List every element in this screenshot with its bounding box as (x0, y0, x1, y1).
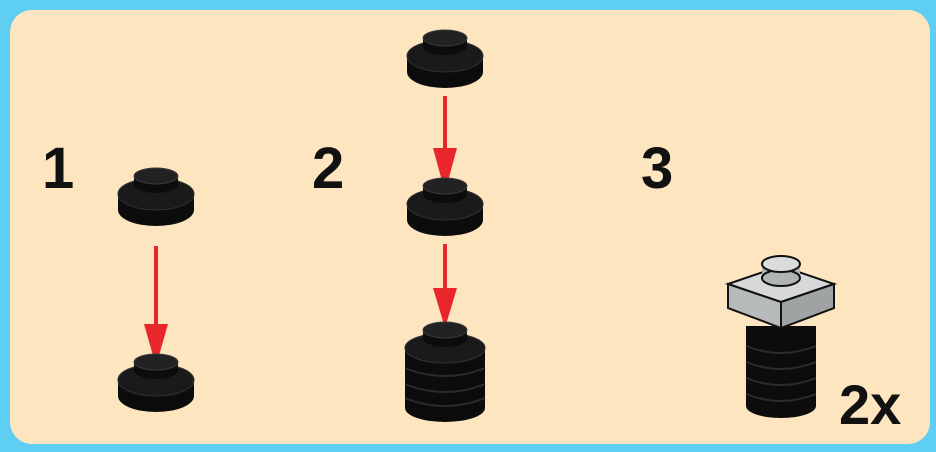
round-plate-1x1-icon (406, 29, 484, 88)
round-plate-1x1-icon (117, 353, 195, 412)
round-plate-1x1-icon (117, 167, 195, 226)
arrow-down-icon (433, 244, 457, 328)
arrow-down-icon (144, 246, 168, 366)
step-number-1: 1 (42, 136, 75, 201)
step-number-3: 3 (641, 136, 674, 201)
grey-plate-1x1-icon (724, 255, 838, 418)
step-number-2: 2 (312, 136, 345, 201)
arrow-down-icon (433, 96, 457, 192)
quantity-label: 2x (839, 373, 902, 436)
stacked-round-plates-icon (404, 321, 486, 422)
round-plate-1x1-icon (406, 177, 484, 236)
